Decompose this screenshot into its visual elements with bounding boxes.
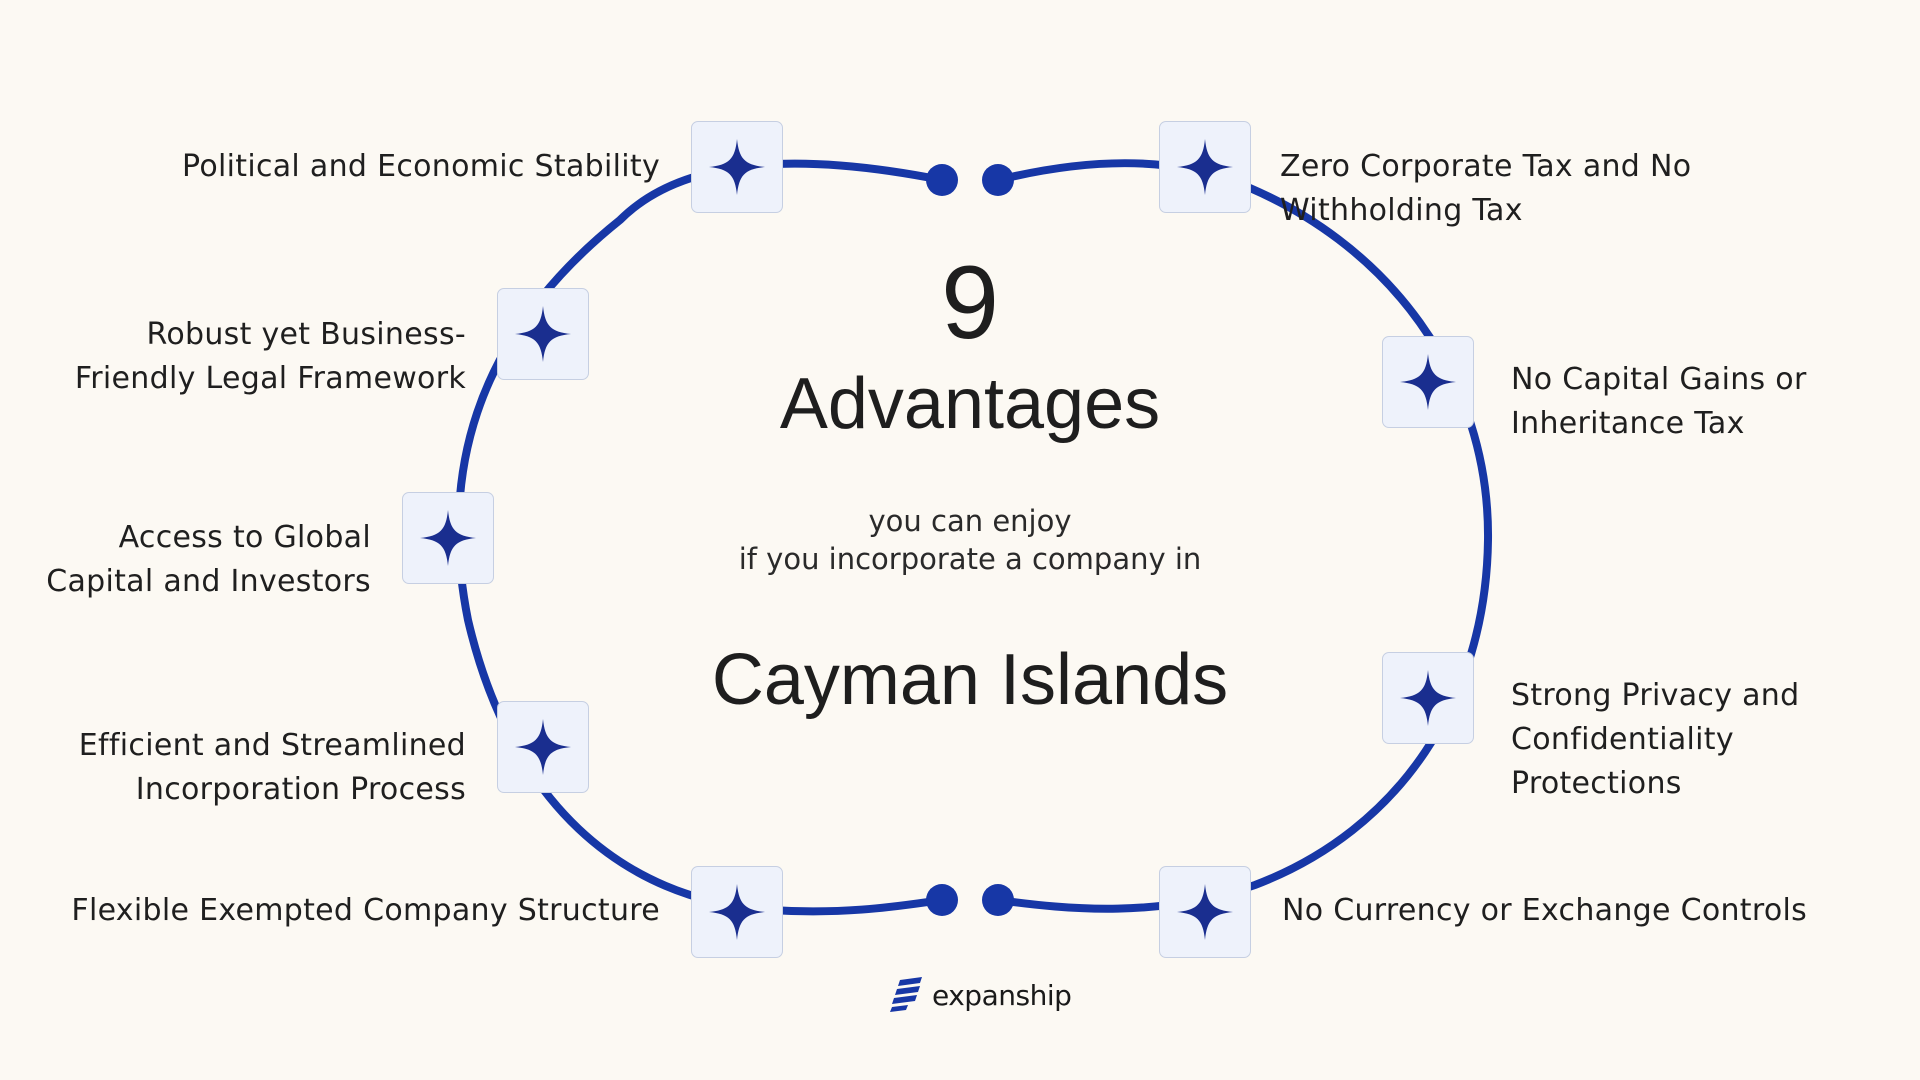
center-heading: Advantages bbox=[779, 364, 1161, 444]
advantage-node-7 bbox=[1382, 336, 1474, 428]
advantage-label-6: Zero Corporate Tax and No Withholding Ta… bbox=[1280, 145, 1880, 233]
advantage-label-line: Incorporation Process bbox=[135, 772, 466, 807]
advantage-node-5 bbox=[691, 866, 783, 958]
advantage-label-line: No Currency or Exchange Controls bbox=[1282, 893, 1808, 928]
advantage-node-2 bbox=[497, 288, 589, 380]
brand-logo: expanship bbox=[890, 975, 1072, 1015]
four-point-star-icon bbox=[420, 510, 476, 566]
brand-name: expanship bbox=[932, 978, 1072, 1012]
advantage-node-1 bbox=[691, 121, 783, 213]
center-subtitle-line-1: you can enjoy bbox=[868, 504, 1072, 538]
ring-left-arc bbox=[454, 159, 946, 916]
advantage-label-line: Withholding Tax bbox=[1280, 193, 1523, 228]
advantage-label-8: Strong Privacy and Confidentiality Prote… bbox=[1511, 674, 1911, 806]
advantages-count: 9 bbox=[941, 245, 999, 361]
advantage-node-6 bbox=[1159, 121, 1251, 213]
four-point-star-icon bbox=[515, 719, 571, 775]
advantage-label-line: Political and Economic Stability bbox=[182, 149, 660, 184]
advantage-label-5: Flexible Exempted Company Structure bbox=[0, 889, 660, 933]
advantage-label-line: No Capital Gains or bbox=[1511, 362, 1807, 397]
advantage-label-9: No Currency or Exchange Controls bbox=[1282, 889, 1912, 933]
ring-dot-bottom-right bbox=[982, 884, 1014, 916]
advantage-label-line: Strong Privacy and bbox=[1511, 678, 1800, 713]
expanship-logo-icon bbox=[890, 977, 922, 1012]
four-point-star-icon bbox=[709, 139, 765, 195]
advantage-label-line: Efficient and Streamlined bbox=[78, 728, 466, 763]
advantage-node-8 bbox=[1382, 652, 1474, 744]
center-subtitle-line-2: if you incorporate a company in bbox=[738, 542, 1202, 576]
advantage-label-1: Political and Economic Stability bbox=[20, 145, 660, 189]
advantage-label-line: Zero Corporate Tax and No bbox=[1280, 149, 1692, 184]
four-point-star-icon bbox=[709, 884, 765, 940]
advantage-label-line: Access to Global bbox=[118, 520, 371, 555]
country-name: Cayman Islands bbox=[711, 640, 1229, 720]
advantage-label-line: Confidentiality bbox=[1511, 722, 1734, 757]
ring-dot-top-right bbox=[982, 164, 1014, 196]
advantage-label-3: Access to Global Capital and Investors bbox=[11, 516, 371, 604]
four-point-star-icon bbox=[1177, 139, 1233, 195]
advantage-node-4 bbox=[497, 701, 589, 793]
advantage-node-9 bbox=[1159, 866, 1251, 958]
four-point-star-icon bbox=[1177, 884, 1233, 940]
advantage-label-line: Protections bbox=[1511, 766, 1682, 801]
advantage-label-line: Flexible Exempted Company Structure bbox=[71, 893, 660, 928]
advantage-label-2: Robust yet Business- Friendly Legal Fram… bbox=[6, 313, 466, 401]
advantage-label-7: No Capital Gains or Inheritance Tax bbox=[1511, 358, 1911, 446]
four-point-star-icon bbox=[1400, 354, 1456, 410]
advantage-label-line: Inheritance Tax bbox=[1511, 406, 1745, 441]
advantage-label-line: Capital and Investors bbox=[46, 564, 371, 599]
advantage-label-line: Robust yet Business- bbox=[146, 317, 466, 352]
advantage-label-4: Efficient and Streamlined Incorporation … bbox=[6, 724, 466, 812]
advantage-node-3 bbox=[402, 492, 494, 584]
advantage-label-line: Friendly Legal Framework bbox=[74, 361, 466, 396]
four-point-star-icon bbox=[1400, 670, 1456, 726]
ring-dot-top-left bbox=[926, 164, 958, 196]
ring-dot-bottom-left bbox=[926, 884, 958, 916]
four-point-star-icon bbox=[515, 306, 571, 362]
